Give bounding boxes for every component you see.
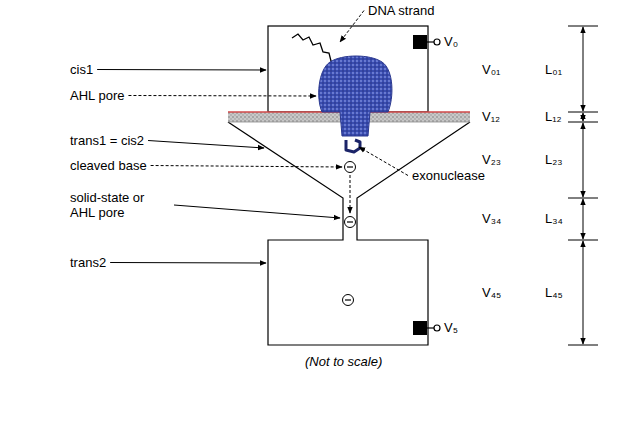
leader-line	[151, 166, 342, 168]
dimension-lines	[568, 26, 598, 345]
part-label: trans1 = cis2	[70, 133, 144, 148]
length-label: L₄₅	[545, 285, 563, 300]
drawing-part	[583, 123, 584, 197]
exonuclease	[346, 140, 360, 152]
terminal	[434, 39, 440, 45]
leader-line	[110, 262, 266, 264]
terminal-voltage: V₅	[444, 320, 458, 335]
terminal-voltage: V₀	[444, 34, 458, 49]
leader-line	[97, 69, 266, 71]
leader-line	[340, 11, 364, 43]
leader-line	[359, 147, 408, 176]
drawing-part	[568, 345, 598, 346]
drawing-part	[568, 240, 598, 241]
voltage-drop: V₂₃	[482, 152, 501, 167]
translocation-arrow	[350, 175, 351, 213]
drawing-part	[347, 166, 353, 167]
part-label: exonuclease	[412, 168, 485, 183]
drawing-part	[583, 27, 584, 111]
drawing-part	[345, 299, 351, 300]
part-label: cis1	[70, 62, 93, 77]
voltage-drop: V₄₅	[482, 285, 501, 300]
length-label: L₁₂	[545, 109, 562, 124]
leader-line	[128, 95, 316, 97]
part-label: cleaved base	[70, 158, 147, 173]
drawing-part	[583, 113, 584, 121]
drawing-part	[568, 122, 598, 123]
scale-note: (Not to scale)	[305, 354, 382, 369]
drawing-part	[568, 112, 598, 113]
part-label: AHL pore	[70, 88, 124, 103]
terminal	[434, 325, 440, 331]
leader-line	[148, 141, 264, 149]
drawing-part	[568, 26, 598, 27]
cleaved-base	[345, 162, 356, 173]
part-label: solid-state or AHL pore	[70, 190, 170, 220]
voltage-drop: V₃₄	[482, 211, 501, 226]
length-label: L₂₃	[545, 152, 563, 167]
length-label: L₀₁	[545, 62, 562, 77]
trans-chambers	[228, 122, 470, 345]
drawing-part	[568, 198, 598, 199]
part-label: trans2	[70, 255, 106, 270]
drawing-part	[583, 199, 584, 239]
leader-line	[174, 205, 340, 218]
electrode	[413, 321, 427, 335]
ahl-pore	[319, 56, 392, 136]
voltage-drop: V₀₁	[482, 62, 500, 77]
electrode	[413, 35, 427, 49]
cleaved-base	[343, 295, 354, 306]
drawing-part	[347, 221, 353, 222]
drawing-part	[583, 241, 584, 344]
drawing-part	[345, 217, 356, 228]
part-label: DNA strand	[368, 3, 434, 18]
length-label: L₃₄	[545, 211, 563, 226]
wire	[427, 41, 434, 42]
wire	[427, 327, 434, 328]
drawing-part	[345, 162, 356, 173]
voltage-drop: V₁₂	[482, 109, 500, 124]
drawing-part	[343, 295, 354, 306]
cleaved-base	[345, 217, 356, 228]
